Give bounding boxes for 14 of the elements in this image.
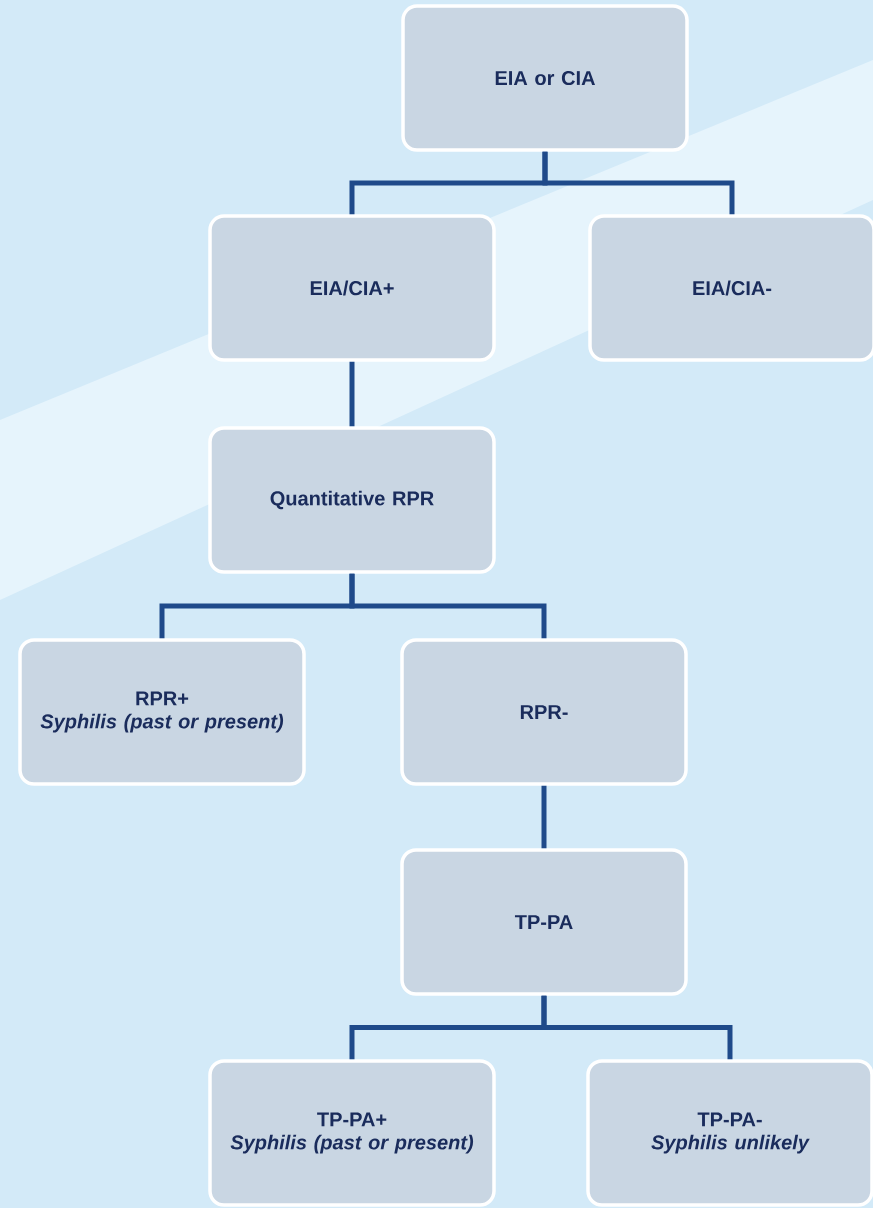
connector (541, 785, 547, 849)
flow-box: TP-PA (400, 848, 688, 996)
flow-box: EIA/CIA- (588, 214, 873, 362)
connector (542, 151, 735, 215)
flow-box: RPR+ Syphilis (past or present) (18, 638, 306, 786)
connector (541, 995, 733, 1060)
flow-box: EIA or CIA (401, 4, 689, 152)
flow-box: EIA/CIA+ (208, 214, 496, 362)
connector (349, 573, 547, 639)
connector (349, 361, 355, 427)
flow-box: RPR- (400, 638, 688, 786)
flow-box: Quantitative RPR (208, 426, 496, 574)
flow-box: TP-PA+ Syphilis (past or present) (208, 1059, 496, 1207)
flow-box: TP-PA- Syphilis unlikely (586, 1059, 873, 1207)
